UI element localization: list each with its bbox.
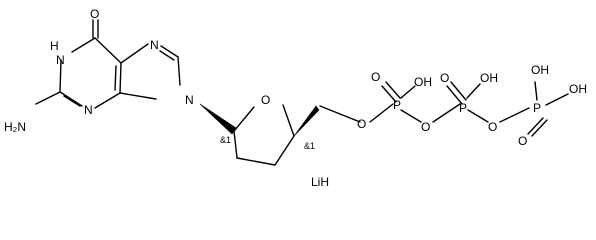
label-o-ester: O: [357, 117, 366, 131]
label-o-ring: O: [261, 93, 270, 107]
label-p-gamma: P: [533, 101, 541, 115]
label-stereo-c4: &1: [304, 141, 315, 151]
label-p-gamma-oh-right: OH: [569, 82, 587, 96]
label-n9: N: [185, 93, 194, 107]
label-n7: N: [150, 38, 159, 52]
wedge-bond-n9-c1: [199, 103, 237, 135]
label-p-gamma-oh-top: OH: [531, 63, 549, 77]
label-o-bridge-2: O: [488, 120, 497, 134]
label-p-gamma-o: O: [518, 134, 527, 148]
label-p-alpha: P: [393, 98, 401, 112]
label-p-beta: P: [459, 101, 467, 115]
label-h2n: H₂N: [4, 120, 26, 134]
structure-diagram: O H N N H₂N N N O &1 &1 O P OH O O P O O…: [4, 7, 587, 189]
label-p-beta-oh: OH: [480, 71, 498, 85]
label-p-beta-o: O: [440, 71, 449, 85]
label-o-carbonyl: O: [90, 7, 99, 21]
label-p-alpha-o: O: [371, 70, 380, 84]
label-n1: N: [56, 53, 65, 67]
bonds: [35, 19, 569, 166]
label-o-bridge-1: O: [421, 120, 430, 134]
label-stereo-c1: &1: [220, 135, 231, 145]
label-nh-hydrogen: H: [50, 39, 59, 53]
label-counterion: LiH: [311, 175, 329, 189]
label-p-alpha-oh: OH: [414, 75, 432, 89]
label-n3: N: [84, 103, 93, 117]
wedge-bond-c4-c5: [293, 105, 320, 137]
